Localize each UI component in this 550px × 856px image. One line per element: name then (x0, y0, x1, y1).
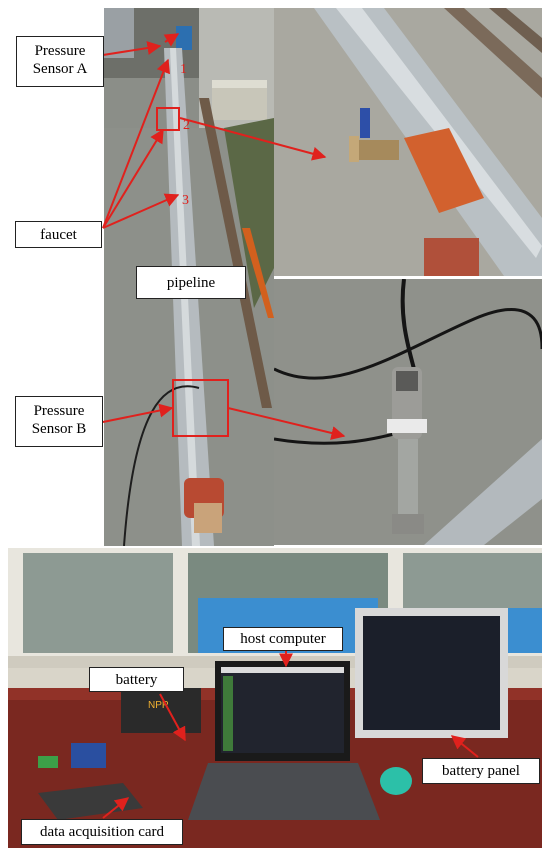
label-pressure-sensor-b: Pressure Sensor B (15, 396, 103, 447)
photo-sensor-b-closeup (274, 279, 542, 545)
marker-number-3: 3 (182, 193, 189, 208)
label-battery: battery (89, 667, 184, 692)
label-pressure-sensor-a: Pressure Sensor A (16, 36, 104, 87)
label-pipeline: pipeline (136, 266, 246, 299)
battery-brand-text: NPP (148, 700, 169, 711)
photo-lab-setup: NPP (8, 548, 542, 848)
marker-number-1: 1 (180, 62, 187, 77)
marker-number-2: 2 (183, 118, 190, 133)
label-faucet: faucet (15, 221, 102, 248)
label-data-acquisition-card: data acquisition card (21, 819, 183, 845)
label-battery-panel: battery panel (422, 758, 540, 784)
photo-faucet-closeup (274, 8, 542, 276)
label-host-computer: host computer (223, 627, 343, 651)
